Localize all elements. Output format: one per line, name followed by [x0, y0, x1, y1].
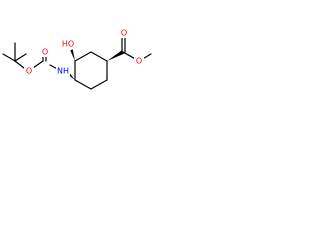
carbamate-single-o-bond	[32, 60, 44, 69]
bond-layer	[2, 35, 152, 90]
tbutyl-methyl-bond-3	[14, 53, 27, 62]
atom-label-layer: O O HO O O NH	[24, 28, 144, 76]
wedge-bond-ester	[107, 50, 125, 61]
tbutyl-methyl-bond-2	[2, 53, 16, 62]
carbamate-single-o-label: O	[26, 67, 32, 76]
ester-single-o-bg	[134, 56, 144, 66]
ring-bond-c6-c1	[90, 79, 108, 90]
ring-bond-c2-c3	[90, 51, 108, 62]
carbamate-double-o-bg	[40, 47, 50, 57]
ring-bond-c5-c6	[74, 79, 92, 90]
ring-bond-c3-c4	[74, 51, 92, 62]
carbamate-single-o-bg	[24, 66, 34, 76]
ester-double-o-label: O	[121, 29, 127, 38]
hydroxyl-bg	[60, 39, 76, 49]
wedge-bond-hydroxyl	[70, 49, 75, 61]
o-to-tbutyl-bond	[14, 60, 25, 69]
ester-double-o-bg	[119, 28, 129, 38]
amine-label: NH	[57, 67, 69, 76]
ester-single-o-label: O	[136, 57, 142, 66]
amine-bg	[56, 66, 70, 76]
carbamate-double-o-label: O	[42, 48, 48, 57]
molecule-structure: O O HO O O NH	[2, 28, 152, 90]
hydroxyl-label: HO	[62, 40, 74, 49]
